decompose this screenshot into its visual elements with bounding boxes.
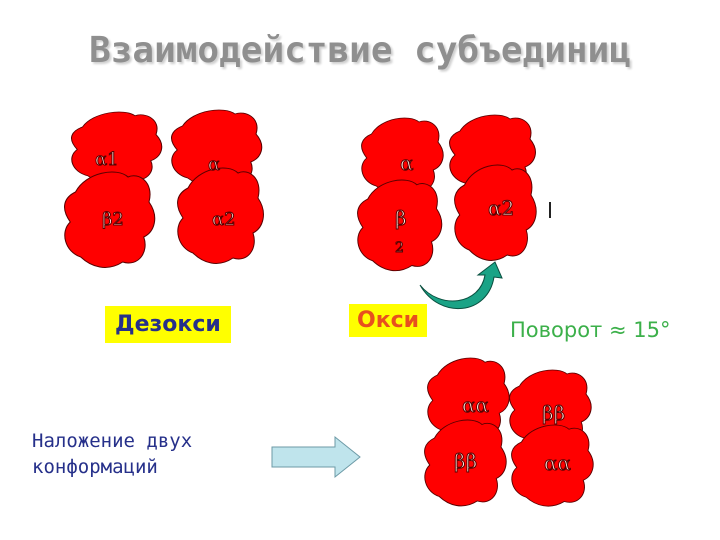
subunit-label: α [208,154,220,175]
overlay-structure: αα ββ ββ αα [424,357,594,507]
subunit-label: αα [544,451,571,475]
subunit-label: α [400,151,414,175]
right-arrow-icon [271,435,361,479]
subunit-label: ββ [542,401,565,425]
deoxy-structure: α1 α β2 α2 [64,109,264,268]
subunit-label: α1 [95,149,119,170]
subunit-label: α2 [488,196,514,220]
subunit-label: ββ [454,449,477,473]
rotation-arrow-icon [419,261,503,309]
subunit-label: α2 [212,209,236,230]
deoxy-label: Дезокси [105,306,231,343]
slide-title: Взаимодействие субъединиц [89,30,631,71]
subunit-label: β [395,206,407,230]
rotation-label: Поворот ≈ 15° [510,318,671,342]
subunit-label: αα [462,393,489,417]
subunit-label: β2 [102,209,124,230]
subunit-label: 2 [395,240,404,256]
oxy-structure: α β 2 α2 [357,114,537,272]
oxy-label: Окси [349,304,428,337]
overlay-caption-line2: конформаций [32,456,158,478]
overlay-caption-line1: Наложение двух [32,430,193,452]
overlay-caption: Наложение двух конформаций [32,428,192,480]
tick-mark [549,202,551,218]
